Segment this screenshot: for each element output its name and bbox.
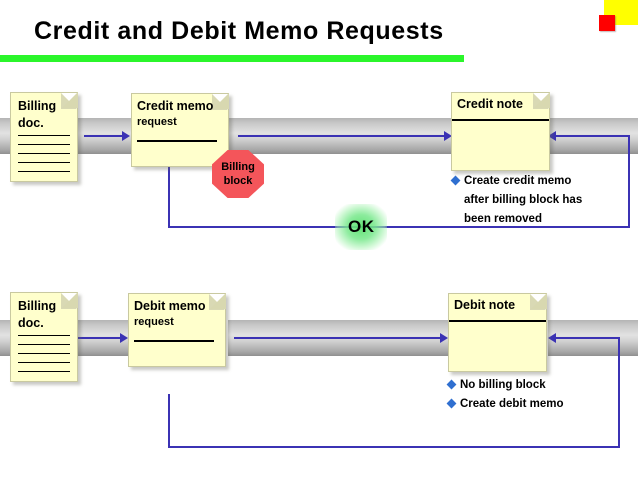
forward-arrow-debit-1-line [78,337,122,339]
billing-doc-credit[interactable]: Billing doc. [10,92,78,182]
document-fold-shade [212,94,228,110]
credit-note-box[interactable]: Credit note [451,92,550,171]
return-path-debit-vertical-left [168,394,170,448]
credit-note-text-line-2: after billing block has [464,194,583,206]
billing-doc-debit[interactable]: Billing doc. [10,292,78,382]
credit-memo-request-subtitle: request [137,116,177,128]
doc-rule [18,371,70,372]
document-page-icon [212,94,228,110]
ok-gate-label: OK [348,217,375,236]
arrow-left-icon [548,131,556,141]
credit-note-title: Credit note [457,97,523,111]
arrow-right-icon [440,333,448,343]
billing-doc-debit-subtitle: doc. [18,316,44,330]
credit-memo-request-title: Credit memo [137,99,214,113]
document-page-icon [61,93,77,109]
return-path-credit-vertical-right [628,136,630,228]
page-title: Credit and Debit Memo Requests [34,17,444,45]
credit-note-text-line-3: been removed [464,213,542,225]
debit-note-text-line-2: Create debit memo [460,398,564,410]
document-page-icon [530,294,546,310]
credit-note-text-line-1: Create credit memo [464,175,572,187]
doc-rule [18,353,70,354]
doc-rule [18,335,70,336]
forward-arrow-credit-2-line [238,135,446,137]
return-arrow-debit-line [556,337,620,339]
doc-rule [134,340,214,342]
debit-note-text-line-1: No billing block [460,379,546,391]
return-path-credit-horizontal [168,226,630,228]
billing-block-stop-sign[interactable]: Billing block [212,150,264,198]
bullet-icon [446,398,457,409]
doc-rule [449,320,546,322]
doc-rule [18,135,70,136]
arrow-right-icon [122,131,130,141]
arrow-right-icon [120,333,128,343]
bullet-icon [450,175,461,186]
corner-red-decoration [599,15,615,31]
forward-arrow-debit-2-line [234,337,442,339]
billing-doc-debit-title: Billing [18,299,57,313]
return-arrow-credit-line [556,135,630,137]
debit-note-title: Debit note [454,298,516,312]
document-fold-shade [530,294,546,310]
doc-rule [18,344,70,345]
document-fold-shade [61,93,77,109]
return-path-debit-vertical-right [618,338,620,448]
return-path-credit-vertical-left [168,160,170,228]
debit-memo-request-title: Debit memo [134,299,206,313]
forward-arrow-credit-1-line [84,135,124,137]
billing-doc-credit-subtitle: doc. [18,116,44,130]
ok-gate-glow [335,204,387,250]
doc-rule [18,362,70,363]
arrow-left-icon [548,333,556,343]
return-path-debit-horizontal [168,446,620,448]
document-page-icon [209,294,225,310]
debit-memo-request-box[interactable]: Debit memo request [128,293,226,367]
octagon-stop-icon-label-1: Billing [221,161,255,173]
document-fold-shade [209,294,225,310]
doc-rule [18,171,70,172]
document-fold-shade [61,293,77,309]
slide-header: Credit and Debit Memo Requests [0,0,638,62]
doc-rule [137,140,217,142]
arrow-right-icon [444,131,452,141]
doc-rule [452,119,549,121]
bullet-icon [446,379,457,390]
doc-rule [18,162,70,163]
billing-doc-credit-title: Billing [18,99,57,113]
debit-memo-request-subtitle: request [134,316,174,328]
doc-rule [18,153,70,154]
document-fold-shade [533,93,549,109]
document-page-icon [61,293,77,309]
octagon-stop-icon-label-2: block [223,175,253,187]
document-page-icon [533,93,549,109]
debit-note-box[interactable]: Debit note [448,293,547,372]
credit-memo-request-box[interactable]: Credit memo request [131,93,229,167]
title-underline [0,55,464,62]
doc-rule [18,144,70,145]
